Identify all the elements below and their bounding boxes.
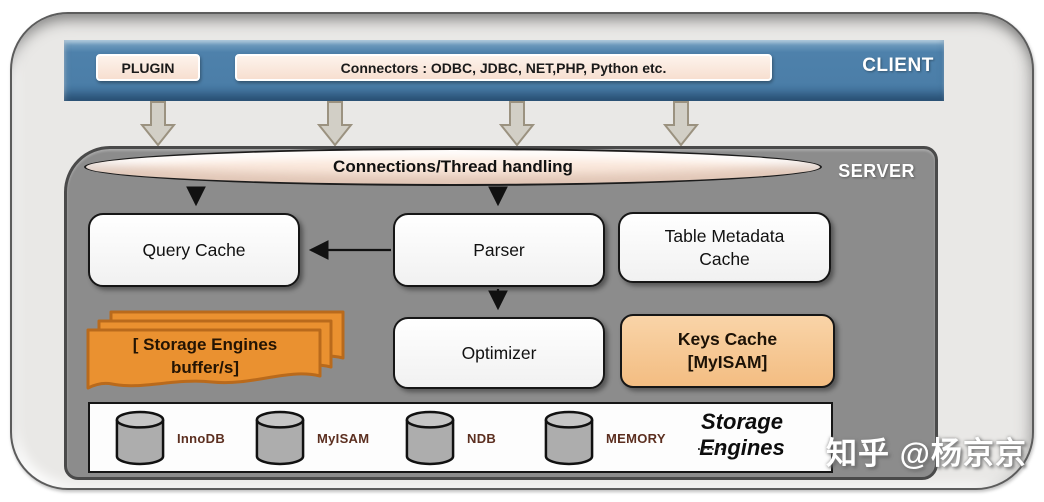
engine-label-ndb: NDB xyxy=(467,430,497,446)
engine-item-innodb: InnoDB xyxy=(115,410,225,466)
plugin-box: PLUGIN xyxy=(96,54,200,81)
engine-label-memory: MEMORY xyxy=(606,430,666,446)
table-metadata-cache-label-line2: Cache xyxy=(699,248,750,269)
keys-cache-label-line2: [MyISAM] xyxy=(687,352,768,372)
storage-engines-buffer-label-line2: buffer/s] xyxy=(171,357,239,377)
engine-label-myisam: MyISAM xyxy=(317,430,370,446)
keys-cache-node: Keys Cache [MyISAM] xyxy=(620,314,835,388)
database-cylinder-icon xyxy=(255,410,305,466)
down-block-arrow-icon xyxy=(499,101,535,147)
query-cache-node: Query Cache xyxy=(88,213,300,287)
database-cylinder-icon xyxy=(544,410,594,466)
database-cylinder-icon xyxy=(405,410,455,466)
storage-engines-title: Storage Engines xyxy=(699,409,785,460)
storage-engines-ellipsis: ...... xyxy=(697,438,725,453)
server-label: SERVER xyxy=(838,161,915,181)
table-metadata-cache-node: Table Metadata Cache xyxy=(618,212,831,283)
down-block-arrow-icon xyxy=(317,101,353,147)
storage-engines-buffer-stack xyxy=(86,310,345,390)
connectors-box: Connectors : ODBC, JDBC, NET,PHP, Python… xyxy=(235,54,772,81)
down-block-arrow-icon xyxy=(663,101,699,147)
optimizer-label: Optimizer xyxy=(461,342,537,363)
connectors-label: Connectors : ODBC, JDBC, NET,PHP, Python… xyxy=(340,59,667,76)
engine-item-ndb: NDB xyxy=(405,410,496,466)
optimizer-node: Optimizer xyxy=(393,317,605,389)
parser-label: Parser xyxy=(473,239,525,260)
client-label: CLIENT xyxy=(862,55,934,76)
keys-cache-label-line1: Keys Cache xyxy=(677,329,778,350)
connections-thread-handling-label: Connections/Thread handling xyxy=(333,157,573,176)
storage-engines-panel: InnoDB MyISAM NDB MEMORY Storage Engines xyxy=(88,402,833,473)
client-layer-bar: PLUGIN Connectors : ODBC, JDBC, NET,PHP,… xyxy=(64,40,944,101)
storage-engines-buffer-label-line1: [ Storage Engines xyxy=(132,335,278,354)
parser-node: Parser xyxy=(393,213,605,287)
storage-engines-buffer-node: [ Storage Engines buffer/s] xyxy=(100,334,310,380)
table-metadata-cache-label-line1: Table Metadata xyxy=(664,225,785,246)
engine-item-memory: MEMORY xyxy=(544,410,666,466)
database-cylinder-icon xyxy=(115,410,165,466)
plugin-label: PLUGIN xyxy=(121,59,175,76)
connections-thread-handling-node: Connections/Thread handling xyxy=(84,148,822,186)
down-block-arrow-icon xyxy=(140,101,176,147)
query-cache-label: Query Cache xyxy=(142,239,246,260)
engine-label-innodb: InnoDB xyxy=(177,430,226,446)
watermark: 知乎 @杨京京 xyxy=(826,436,1027,471)
engine-item-myisam: MyISAM xyxy=(255,410,369,466)
